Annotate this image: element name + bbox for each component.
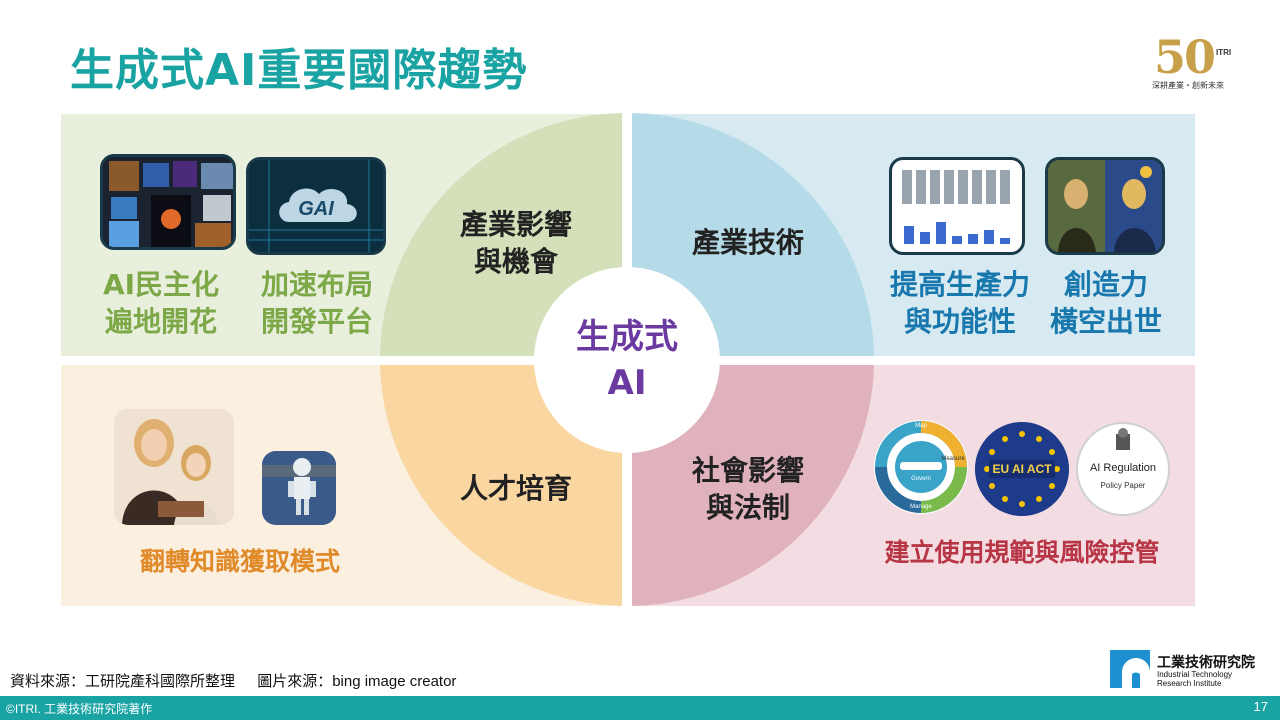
robot-svg [262, 451, 336, 525]
label-creativity: 創造力 橫空出世 [1026, 266, 1186, 340]
gai-cloud-svg [249, 160, 383, 252]
data-source: 資料來源：工研院產科國際所整理 [10, 673, 236, 690]
logo-number: 50 [1154, 30, 1216, 84]
center-label: 生成式 AI [537, 314, 717, 406]
label-line2: 遍地開花 [104, 305, 217, 338]
label-line1: 加速布局 [260, 268, 373, 301]
label-line1: 提高生產力 [889, 268, 1030, 301]
label-productivity: 提高生產力 與功能性 [880, 266, 1040, 340]
reading-svg [114, 409, 234, 525]
gai-label: GAI [298, 198, 334, 220]
productivity-svg [902, 170, 1010, 244]
itri-org-logo: 工業技術研究院 Industrial Technology Research I… [1110, 650, 1270, 690]
mona-lisa-creativity-image [1045, 157, 1165, 255]
ai-rmf-ring-image: Map Measure Manage Govern [874, 420, 968, 514]
ring-svg [875, 421, 967, 513]
label-line1: AI民主化 [102, 268, 220, 301]
logo-brand: ITRI [1216, 48, 1232, 57]
page-number: 17 [1253, 699, 1268, 714]
gai-platform-image: GAI [246, 157, 386, 255]
caption-society-law: 建立使用規範與風險控管 [884, 538, 1160, 567]
footer-bar: ©ITRI. 工業技術研究院著作 17 [0, 696, 1280, 720]
org-en-line1: Industrial Technology [1157, 670, 1233, 679]
heading-line1: 產業影響 [459, 208, 572, 241]
reading-image [114, 409, 234, 525]
center-label-line2: AI [607, 363, 647, 403]
robot-image [262, 451, 336, 525]
reg-title: AI Regulation [1089, 462, 1157, 474]
logo-slogan: 深耕產業・創新未來 [1152, 81, 1224, 90]
itri-mark-icon [1110, 650, 1150, 688]
ring-right-label: Measure [941, 456, 965, 462]
ring-center-label: Govern [911, 476, 931, 482]
mona-lisa-svg [1048, 160, 1162, 252]
source-note: 資料來源：工研院產科國際所整理 圖片來源：bing image creator [10, 670, 474, 691]
label-line2: 與功能性 [903, 305, 1016, 338]
heading-talent: 人才培育 [459, 472, 572, 505]
label-line1: 創造力 [1063, 268, 1148, 301]
ai-regulation-paper-image: AI Regulation Policy Paper [1076, 422, 1170, 516]
label-platform: 加速布局 開發平台 [242, 266, 392, 340]
label-line2: 開發平台 [260, 305, 373, 338]
productivity-chart-image [889, 157, 1025, 255]
eu-ai-act-label: EU AI ACT [992, 462, 1052, 476]
copyright: ©ITRI. 工業技術研究院著作 [6, 702, 153, 716]
itri-50-logo: 50 ITRI 深耕產業・創新未來 [1150, 30, 1240, 94]
ring-bottom-label: Manage [910, 504, 932, 510]
heading-line1: 社會影響 [691, 454, 804, 487]
eu-stars-svg [975, 422, 1069, 516]
heading-society-law: 社會影響 與法制 [668, 452, 828, 526]
center-label-line1: 生成式 [576, 317, 678, 357]
ring-top-label: Map [915, 423, 927, 429]
heading-line2: 與機會 [473, 245, 558, 278]
center-circle [534, 267, 720, 453]
eu-ai-act-image: EU AI ACT [975, 422, 1069, 516]
image-source: 圖片來源：bing image creator [257, 673, 457, 690]
org-name: 工業技術研究院 [1157, 654, 1255, 670]
page-title: 生成式AI重要國際趨勢 [70, 45, 528, 96]
ai-democratization-image [100, 154, 236, 250]
org-en-line2: Research Institute [1157, 679, 1222, 688]
label-line2: 橫空出世 [1049, 305, 1162, 338]
heading-industry-tech: 產業技術 [691, 226, 804, 259]
heading-line2: 與法制 [705, 491, 790, 524]
heading-industry-impact: 產業影響 與機會 [436, 206, 596, 280]
reg-sub: Policy Paper [1100, 481, 1146, 490]
label-ai-democratization: AI民主化 遍地開花 [86, 266, 236, 340]
caption-talent: 翻轉知識獲取模式 [139, 547, 340, 576]
crest-svg [1116, 428, 1130, 450]
collage-svg [103, 157, 233, 247]
